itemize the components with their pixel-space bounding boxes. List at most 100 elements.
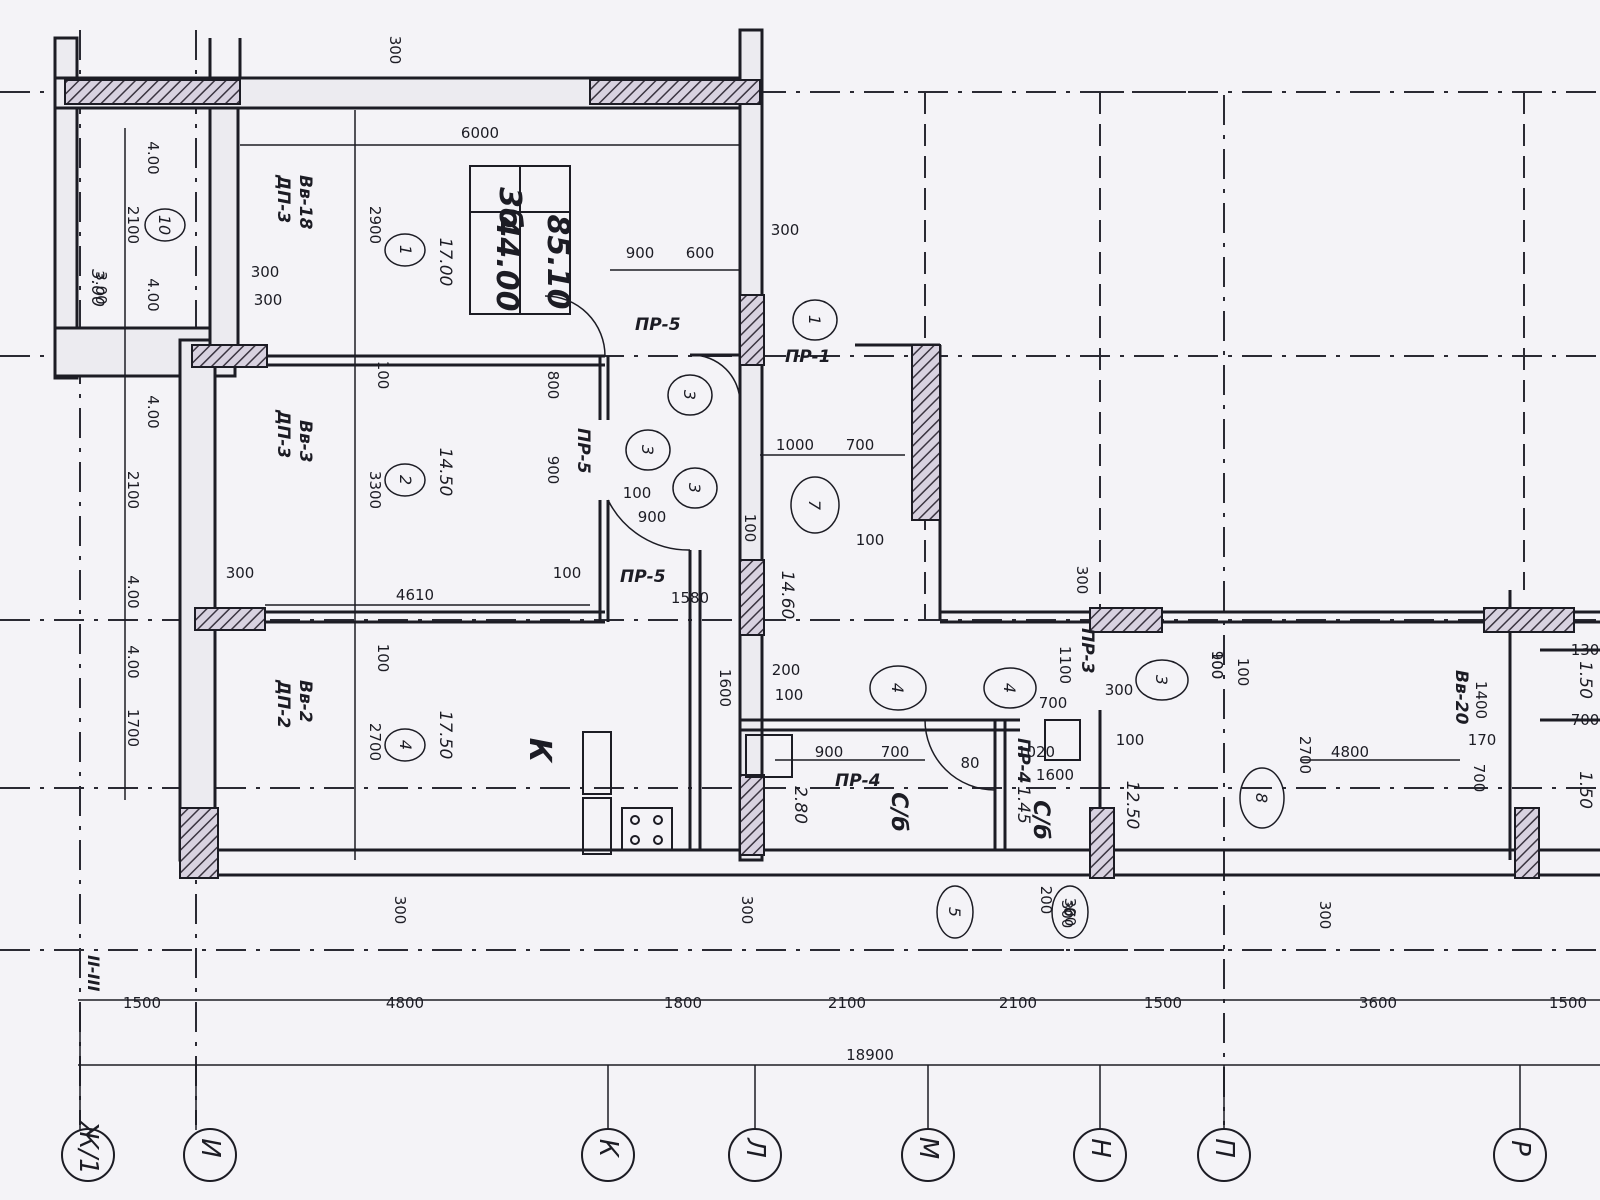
room-area: 3.00 bbox=[87, 269, 107, 307]
dimension-label: 300 bbox=[386, 36, 404, 65]
room-area: 12.50 bbox=[1122, 781, 1142, 830]
opening-label: ПР-3 bbox=[1077, 628, 1097, 674]
window-label: Вв-2 bbox=[295, 680, 315, 723]
dimension-label: 1020 bbox=[1017, 743, 1055, 761]
window-label: ДП-2 bbox=[273, 679, 293, 728]
opening-label: ПР-1 bbox=[785, 347, 831, 367]
room-area: 17.50 bbox=[435, 711, 455, 760]
axis-label: Н bbox=[1085, 1138, 1115, 1158]
window-label: Вв-3 bbox=[295, 420, 315, 463]
window-label: ДП-3 bbox=[273, 174, 293, 223]
room-number: 3 bbox=[1152, 675, 1171, 685]
axis-label: Л bbox=[740, 1137, 770, 1158]
dimension-label: 100 bbox=[374, 361, 392, 390]
dimension-segment: 3600 bbox=[1359, 994, 1397, 1012]
dimension-label: 1600 bbox=[1036, 766, 1074, 784]
opening-label: ПР-5 bbox=[635, 315, 681, 335]
dimension-label: 700 bbox=[1470, 764, 1488, 793]
opening-label: ПР-5 bbox=[620, 567, 666, 587]
dimension-label: 900 bbox=[544, 456, 562, 485]
dimension-label: 1700 bbox=[124, 709, 142, 747]
kitchen-label: К bbox=[522, 738, 557, 764]
dimension-label: 700 bbox=[846, 436, 875, 454]
dimension-label: 2100 bbox=[124, 206, 142, 244]
axis-label: И bbox=[195, 1138, 225, 1157]
axis-label: К bbox=[593, 1139, 623, 1159]
axis-label: М bbox=[913, 1137, 943, 1159]
dimension-label: 800 bbox=[544, 371, 562, 400]
dimension-label: 100 bbox=[623, 484, 652, 502]
dimension-label: 1100 bbox=[1056, 646, 1074, 684]
dimension-label: 130 bbox=[1571, 641, 1600, 659]
dimension-label: 300 bbox=[226, 564, 255, 582]
dimension-label: 100 bbox=[1234, 658, 1252, 687]
dimension-label: 900 bbox=[1208, 651, 1226, 680]
room-number: 7 bbox=[805, 500, 824, 511]
room-area: 1.50 bbox=[1575, 661, 1595, 699]
axis-label: П bbox=[1209, 1138, 1239, 1158]
dimension-label: 100 bbox=[741, 514, 759, 543]
opening-label: ПР-5 bbox=[573, 428, 593, 474]
fixtures bbox=[582, 719, 1081, 855]
dimension-segment: 2100 bbox=[999, 994, 1037, 1012]
dimension-segment: 1500 bbox=[1549, 994, 1587, 1012]
dimension-label: 2700 bbox=[366, 723, 384, 761]
dimension-label: 100 bbox=[1208, 651, 1226, 680]
dimension-label: 1400 bbox=[1472, 681, 1490, 719]
room-number: 3 bbox=[638, 445, 657, 455]
room-area: 17.00 bbox=[435, 238, 455, 287]
dimension-label: 4.00 bbox=[124, 575, 142, 608]
room-number: 8 bbox=[1252, 793, 1271, 803]
window-label: Вв-20 bbox=[1451, 670, 1471, 725]
dimension-label: 100 bbox=[553, 564, 582, 582]
dimension-segment: 1500 bbox=[1144, 994, 1182, 1012]
room-circles bbox=[144, 208, 1285, 939]
dimension-label: 3300 bbox=[366, 471, 384, 509]
dimension-label: 700 bbox=[1571, 711, 1600, 729]
room-number: 4 bbox=[396, 740, 415, 750]
window-label: Вв-18 bbox=[295, 175, 315, 230]
room-number: 2 bbox=[396, 475, 415, 485]
dimension-label: 2900 bbox=[366, 206, 384, 244]
grid-lines bbox=[0, 30, 1600, 1125]
apartment-summary-box bbox=[469, 165, 571, 315]
apartment-total-area: 85.10 bbox=[540, 215, 575, 310]
dimension-lines bbox=[78, 110, 1600, 1130]
dimension-label: 900 bbox=[638, 508, 667, 526]
total-dimension: 18900 bbox=[846, 1046, 894, 1064]
room-number: 6 bbox=[1060, 907, 1079, 917]
dimension-label: 300 bbox=[738, 896, 756, 925]
room-area: 1.45 bbox=[1013, 786, 1033, 824]
room-number: 5 bbox=[945, 907, 964, 917]
dimension-label: 100 bbox=[775, 686, 804, 704]
dimension-label: 100 bbox=[1116, 731, 1145, 749]
room-area: 14.60 bbox=[777, 571, 797, 620]
room-number: 1 bbox=[396, 245, 415, 255]
dimension-label: 900 bbox=[815, 743, 844, 761]
dimension-label: 4610 bbox=[396, 586, 434, 604]
apartment-living-area: 44.00 bbox=[489, 216, 524, 312]
room-number: 1 bbox=[805, 315, 824, 325]
dimension-label: 300 bbox=[251, 263, 280, 281]
dimension-label: 700 bbox=[1039, 694, 1068, 712]
dimension-label: 700 bbox=[881, 743, 910, 761]
dimension-label: 300 bbox=[1058, 900, 1076, 929]
dimension-label: 1600 bbox=[716, 669, 734, 707]
dimension-label: 1000 bbox=[776, 436, 814, 454]
dimension-label: 900 bbox=[626, 244, 655, 262]
dimension-label: 4.00 bbox=[144, 141, 162, 174]
dimension-label: 300 bbox=[1061, 898, 1079, 927]
dimension-label: 2700 bbox=[1296, 736, 1314, 774]
section-mark: II-III bbox=[84, 955, 103, 991]
room-number: 10 bbox=[155, 215, 174, 235]
dimension-label: 300 bbox=[254, 291, 283, 309]
apartment-rooms-count: 3б bbox=[492, 187, 527, 229]
dimension-label: 1580 bbox=[671, 589, 709, 607]
dimension-segment: 1800 bbox=[664, 994, 702, 1012]
dimension-segment: 4800 bbox=[386, 994, 424, 1012]
opening-label: ПР-4 bbox=[835, 771, 881, 791]
dimension-label: 4.00 bbox=[144, 395, 162, 428]
